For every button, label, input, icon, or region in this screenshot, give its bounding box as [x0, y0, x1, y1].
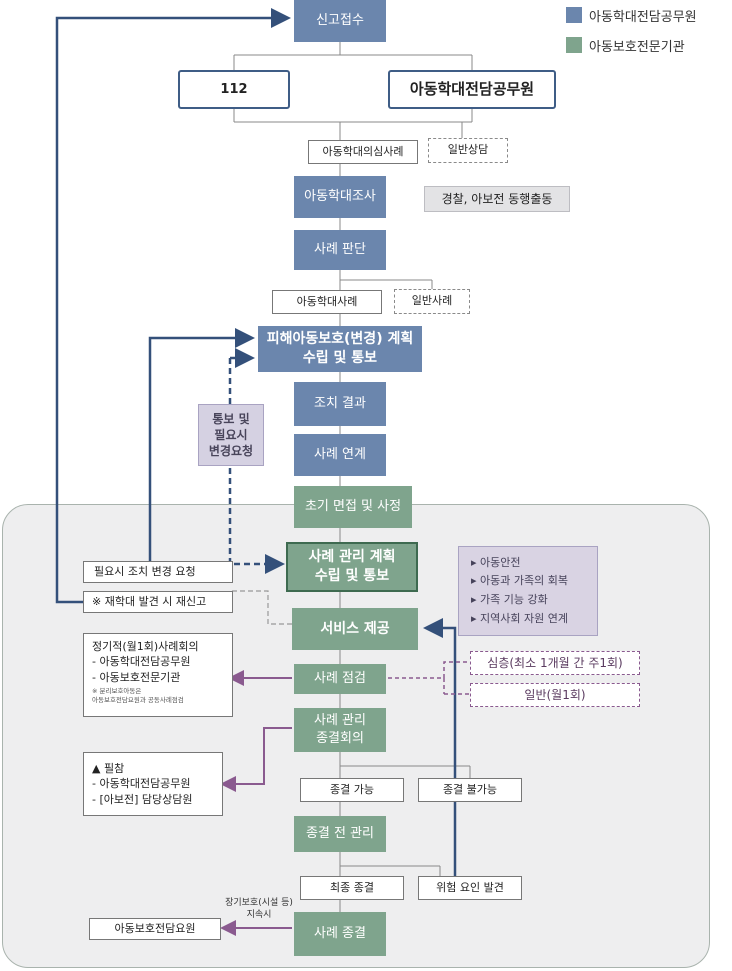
- management-plan-box: 사례 관리 계획 수립 및 통보: [286, 542, 418, 592]
- regular-meeting-subnote: ※ 분리보호아동은 아동보호전담요원과 공동사례점검: [92, 687, 184, 704]
- re-report-note: ※ 재학대 발견 시 재신고: [83, 591, 233, 613]
- closing-meeting-box: 사례 관리 종결회의: [294, 708, 386, 752]
- risk-found-box: 위험 요인 발견: [418, 876, 522, 900]
- joint-dispatch-box: 경찰, 아보전 동행출동: [424, 186, 570, 212]
- report-receipt-box: 신고접수: [294, 0, 386, 42]
- child-abuse-officer-box: 아동학대전담공무원: [388, 70, 556, 109]
- case-link-box: 사례 연계: [294, 434, 386, 476]
- protection-officer-box: 아동보호전담요원: [89, 918, 221, 940]
- services-list-box: ▸ 아동안전 ▸ 아동과 가족의 회복 ▸ 가족 기능 강화 ▸ 지역사회 자원…: [458, 546, 598, 636]
- police-112-box: 112: [178, 70, 290, 109]
- not-closable-box: 종결 불가능: [418, 778, 522, 802]
- regular-meeting-note: 정기적(월1회)사례회의 - 아동학대전담공무원 - 아동보호전문기관 ※ 분리…: [83, 633, 233, 717]
- legend-label: 아동학대전담공무원: [589, 9, 697, 25]
- legend: 아동학대전담공무원 아동보호전문기관: [566, 4, 732, 56]
- suspected-case-box: 아동학대의심사례: [308, 140, 418, 164]
- general-counsel-box: 일반상담: [428, 138, 508, 163]
- general-case-box: 일반사례: [394, 289, 470, 314]
- investigation-box: 아동학대조사: [294, 176, 386, 218]
- regular-meeting-text: 정기적(월1회)사례회의 - 아동학대전담공무원 - 아동보호전문기관: [92, 640, 199, 684]
- case-end-box: 사례 종결: [294, 912, 386, 956]
- required-attend-note: ▲ 필참 - 아동학대전담공무원 - [아보전] 담당상담원: [83, 752, 223, 816]
- service-box: 서비스 제공: [292, 608, 418, 650]
- service-item-family-recovery: ▸ 아동과 가족의 회복: [471, 574, 568, 588]
- case-judgment-box: 사례 판단: [294, 230, 386, 270]
- closable-box: 종결 가능: [300, 778, 404, 802]
- initial-interview-box: 초기 면접 및 사정: [294, 486, 412, 528]
- change-request-note: 필요시 조치 변경 요청: [83, 561, 233, 583]
- protection-plan-box: 피해아동보호(변경) 계획 수립 및 통보: [258, 326, 422, 372]
- intensive-check-box: 심층(최소 1개월 간 주1회): [470, 651, 640, 675]
- action-result-box: 조치 결과: [294, 382, 386, 426]
- case-check-box: 사례 점검: [294, 664, 386, 694]
- legend-swatch-blue: [566, 7, 582, 23]
- legend-swatch-green: [566, 37, 582, 53]
- monthly-check-box: 일반(월1회): [470, 683, 640, 707]
- service-item-child-safety: ▸ 아동안전: [471, 555, 521, 569]
- long-term-label: 장기보호(시설 등) 지속시: [225, 898, 293, 920]
- legend-item-officer: 아동학대전담공무원: [566, 4, 732, 26]
- notify-request-note: 통보 및 필요시 변경요청: [198, 404, 264, 466]
- legend-item-agency: 아동보호전문기관: [566, 34, 732, 56]
- abuse-case-box: 아동학대사례: [272, 290, 382, 314]
- legend-label: 아동보호전문기관: [589, 39, 685, 55]
- service-item-family-function: ▸ 가족 기능 강화: [471, 593, 548, 606]
- service-item-community-link: ▸ 지역사회 자원 연계: [471, 611, 568, 625]
- pre-closing-box: 종결 전 관리: [294, 816, 386, 852]
- final-closing-box: 최종 종결: [300, 876, 404, 900]
